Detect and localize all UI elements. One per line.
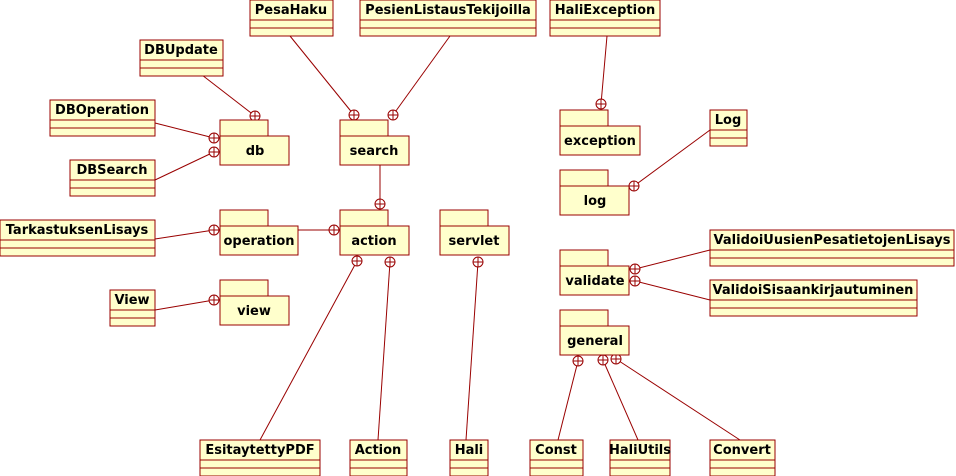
class-pesienlistaustekijoilla[interactable]: PesienListausTekijoilla: [359, 0, 537, 37]
package-label: validate: [565, 274, 624, 289]
package-label: log: [584, 194, 607, 209]
package-general[interactable]: general: [559, 309, 630, 356]
class-validoiuusienpesatietojenlisays[interactable]: ValidoiUusienPesatietojenLisays: [709, 229, 955, 267]
conn-dbsearch-db: [154, 151, 215, 181]
class-name: Convert: [713, 443, 771, 458]
containment-marker: [628, 180, 640, 192]
class-name: HaliUtils: [609, 443, 671, 458]
class-name: HaliException: [555, 3, 656, 18]
package-view[interactable]: view: [219, 279, 290, 326]
conn-tarkastus-operation: [154, 229, 215, 240]
conn-dbupdate-db: [201, 74, 256, 117]
class-name: Hali: [455, 443, 484, 458]
conn-convert-general: [615, 358, 741, 441]
class-dboperation[interactable]: DBOperation: [49, 99, 156, 137]
package-servlet[interactable]: servlet: [439, 209, 510, 256]
package-label: db: [246, 144, 265, 159]
containment-marker: [572, 355, 584, 367]
conn-haliutils-general: [602, 359, 639, 441]
class-convert[interactable]: Convert: [709, 439, 776, 476]
package-exception[interactable]: exception: [559, 109, 641, 156]
class-haliexception[interactable]: HaliException: [549, 0, 661, 37]
package-label: exception: [564, 134, 636, 149]
containment-marker: [351, 255, 363, 267]
containment-marker: [208, 224, 220, 236]
class-name: View: [114, 293, 149, 308]
conn-const-general: [557, 360, 579, 441]
package-action[interactable]: action: [339, 209, 410, 256]
class-name: ValidoiUusienPesatietojenLisays: [714, 233, 951, 248]
package-label: servlet: [449, 234, 500, 249]
class-name: Log: [715, 113, 742, 128]
conn-esitaytetty-action: [259, 260, 358, 441]
containment-markers: [208, 98, 641, 367]
conn-view-viewpkg: [154, 299, 215, 311]
package-validate[interactable]: validate: [559, 249, 630, 296]
class-hali[interactable]: Hali: [449, 439, 489, 476]
class-dbupdate[interactable]: DBUpdate: [139, 39, 224, 77]
package-operation[interactable]: operation: [219, 209, 299, 256]
class-name: DBOperation: [55, 103, 149, 118]
package-label: action: [351, 234, 396, 249]
class-name: PesaHaku: [255, 3, 327, 18]
containment-marker: [472, 256, 484, 268]
class-name: ValidoiSisaankirjautuminen: [713, 283, 914, 298]
class-name: EsitaytettyPDF: [205, 443, 314, 458]
class-tarkastuksenlisays[interactable]: TarkastuksenLisays: [0, 219, 156, 257]
package-label: search: [350, 144, 399, 159]
class-view[interactable]: View: [109, 289, 156, 327]
class-const[interactable]: Const: [529, 439, 584, 476]
class-name: DBUpdate: [144, 43, 218, 58]
connectors: [154, 35, 741, 441]
containment-marker: [597, 354, 609, 366]
containment-marker: [348, 109, 360, 121]
conn-hali-servlet: [465, 261, 479, 441]
containment-marker: [384, 256, 396, 268]
class-log[interactable]: Log: [709, 109, 748, 147]
conn-log-logpkg: [633, 129, 711, 187]
class-name: PesienListausTekijoilla: [365, 3, 531, 18]
containment-marker: [610, 353, 622, 365]
class-validoisisaankirjautuminen[interactable]: ValidoiSisaankirjautuminen: [709, 279, 918, 317]
conn-validoiuusien-validate: [634, 249, 711, 270]
conn-pesienlistaus-search: [392, 35, 451, 116]
containment-marker: [208, 132, 220, 144]
containment-marker: [387, 109, 399, 121]
class-haliutils[interactable]: HaliUtils: [609, 439, 671, 476]
class-pesahaku[interactable]: PesaHaku: [249, 0, 334, 37]
package-log[interactable]: log: [559, 169, 630, 216]
package-db[interactable]: db: [219, 119, 290, 166]
containment-marker: [629, 275, 641, 287]
conn-pesahaku-search: [289, 35, 355, 116]
package-label: operation: [223, 234, 294, 249]
package-search[interactable]: search: [339, 119, 410, 166]
package-label: general: [567, 334, 623, 349]
conn-actionclass-action: [377, 261, 391, 441]
containment-marker: [629, 263, 641, 275]
containment-marker: [374, 198, 386, 210]
class-dbsearch[interactable]: DBSearch: [69, 159, 156, 197]
class-name: Const: [535, 443, 577, 458]
class-action[interactable]: Action: [349, 439, 408, 476]
conn-haliexception-exception: [600, 35, 608, 105]
containment-marker: [595, 98, 607, 110]
package-label: view: [237, 304, 271, 319]
containment-marker: [328, 224, 340, 236]
conn-validoisisaan-validate: [634, 280, 711, 301]
class-name: TarkastuksenLisays: [6, 223, 149, 238]
class-name: DBSearch: [76, 163, 147, 178]
class-name: Action: [355, 443, 402, 458]
class-esitaytettypdf[interactable]: EsitaytettyPDF: [199, 439, 321, 476]
conn-dboperation-db: [154, 122, 215, 139]
containment-marker: [208, 146, 220, 158]
containment-marker: [208, 294, 220, 306]
